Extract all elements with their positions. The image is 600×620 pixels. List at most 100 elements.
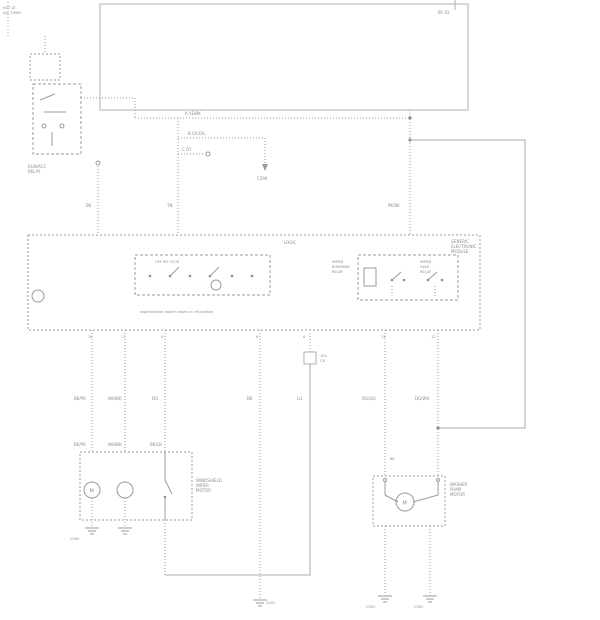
runpark-relay-label-3: RELAY xyxy=(332,270,344,274)
wire-pkbk-label: PK/BK xyxy=(388,203,400,208)
washer-pump-box xyxy=(372,475,446,527)
ground-symbol xyxy=(378,595,392,603)
wire-bk-small-label: BK xyxy=(390,457,395,461)
pin-label: 8 xyxy=(303,335,305,339)
relay-label: RUN/ACC xyxy=(28,164,47,169)
park-switch-symbol xyxy=(116,481,134,499)
relay-contact xyxy=(402,278,406,282)
wiper-switch-box xyxy=(134,254,271,296)
wire-feed-b-label: B GY/OG xyxy=(188,131,205,136)
arrow-connector-icon xyxy=(262,164,268,171)
hilo-relay-label: WIPER xyxy=(420,260,432,264)
wire-right-routing xyxy=(410,139,526,429)
ground-symbol xyxy=(253,599,267,607)
relay-arm-symbol xyxy=(391,271,402,281)
runpark-relay-label-2: RUN/PARK xyxy=(332,265,351,269)
wire-bk-label: BK xyxy=(86,203,92,208)
relay-terminal-symbol xyxy=(59,123,65,129)
pump-terminal xyxy=(383,478,387,482)
relay-contact-symbol xyxy=(39,93,56,101)
washer-switch-symbol xyxy=(210,279,222,291)
breaker-label-2: CB xyxy=(320,359,325,363)
wiper-motor-label: WINDSHIELD xyxy=(196,478,222,483)
pin-label: 17 xyxy=(121,335,125,339)
switch-arm-symbol xyxy=(209,266,220,277)
washer-pump-label-2: PUMP xyxy=(450,487,462,492)
wire-color-label-2: BK/PK xyxy=(74,442,86,447)
pin-label: 4 xyxy=(161,335,164,339)
gem-label-3: MODULE xyxy=(451,249,469,254)
wire-color-label-2: BK/LB xyxy=(150,442,162,447)
switch-note: wiper/washer switch shown in off positio… xyxy=(140,310,213,314)
wiper-motor-label-3: MOTOR xyxy=(196,488,211,493)
connector-label: C290 xyxy=(257,176,268,181)
fuse-small-box xyxy=(29,53,61,81)
circuit-breaker-symbol xyxy=(303,351,317,365)
wire-color-label: BK xyxy=(247,396,253,401)
washer-motor-symbol xyxy=(395,492,415,512)
motor-switch-arm xyxy=(164,479,173,495)
relay-terminal-symbol xyxy=(41,123,47,129)
wire-feed-c-label: C GY xyxy=(182,147,192,152)
junction-dot xyxy=(408,116,412,120)
fuse-box-id: BF-02 xyxy=(438,10,450,15)
top-left-label: HOT AT xyxy=(3,6,17,10)
wire-color-label-2: WH/BK xyxy=(108,442,122,447)
wire-color-label: DG xyxy=(152,396,158,401)
relay-arm-symbol xyxy=(427,271,438,281)
relay-box xyxy=(32,83,82,155)
switch-contact xyxy=(250,274,254,278)
motor-m-label: M xyxy=(90,489,94,495)
wiper-motor-label-2: WIPER xyxy=(196,483,209,488)
hilo-relay-label-3: RELAY xyxy=(420,270,432,274)
pin-label: 11 xyxy=(381,335,385,339)
pin-label: 6 xyxy=(256,335,258,339)
motor-m-label: M xyxy=(403,501,407,507)
runpark-relay-label: WIPER xyxy=(332,260,344,264)
gem-relay-box xyxy=(357,254,459,301)
wire-color-label: LG xyxy=(297,396,302,401)
gem-module-box xyxy=(27,234,481,331)
wire-color-label: DG/WH xyxy=(415,396,430,401)
breaker-label: 15A xyxy=(320,354,327,358)
junction-dot xyxy=(436,426,440,430)
switch-contact xyxy=(188,274,192,278)
relay-coil-symbol xyxy=(363,267,377,287)
ground-label: G201 xyxy=(266,601,275,605)
logic-label: LOGIC xyxy=(284,240,297,245)
switch-positions-label: OFF INT LO HI xyxy=(155,260,179,264)
switch-contact xyxy=(148,274,152,278)
ground-symbol xyxy=(85,527,99,535)
terminal-symbol xyxy=(95,160,101,166)
wire-color-label: WH/BK xyxy=(108,396,122,401)
wire-breaker-routing xyxy=(165,364,311,576)
wire-color-label: DG/OG xyxy=(362,396,376,401)
pin-label: 12 xyxy=(431,335,435,339)
wiper-motor-box xyxy=(79,451,193,521)
gem-label-2: ELECTRONIC xyxy=(451,244,477,249)
module-terminal-symbol xyxy=(31,289,45,303)
wire-tn-label: TN xyxy=(166,203,172,208)
wire-feed-a-label: A YE/BK xyxy=(185,111,201,116)
wire-color-label: BK/PK xyxy=(74,396,86,401)
pump-lead xyxy=(412,494,439,503)
switch-contact xyxy=(230,274,234,278)
ground-label: G301 xyxy=(366,605,375,609)
ground-symbol xyxy=(118,527,132,535)
pin-label: 18 xyxy=(88,335,92,339)
hilo-relay-label-2: HI/LO xyxy=(420,265,430,269)
gem-label: GENERIC xyxy=(451,239,469,244)
pump-terminal xyxy=(436,478,440,482)
ground-label: G302 xyxy=(414,605,423,609)
relay-label-2: RELAY xyxy=(28,169,41,174)
washer-pump-label-3: MOTOR xyxy=(450,492,465,497)
ground-symbol xyxy=(423,595,437,603)
terminal-symbol xyxy=(205,151,211,157)
ground-label: G200 xyxy=(70,537,79,541)
washer-pump-label: WASHER xyxy=(450,482,468,487)
fuse-junction-box xyxy=(99,3,469,111)
top-left-label-2: ALL TIMES xyxy=(3,11,22,15)
relay-contact xyxy=(440,278,444,282)
